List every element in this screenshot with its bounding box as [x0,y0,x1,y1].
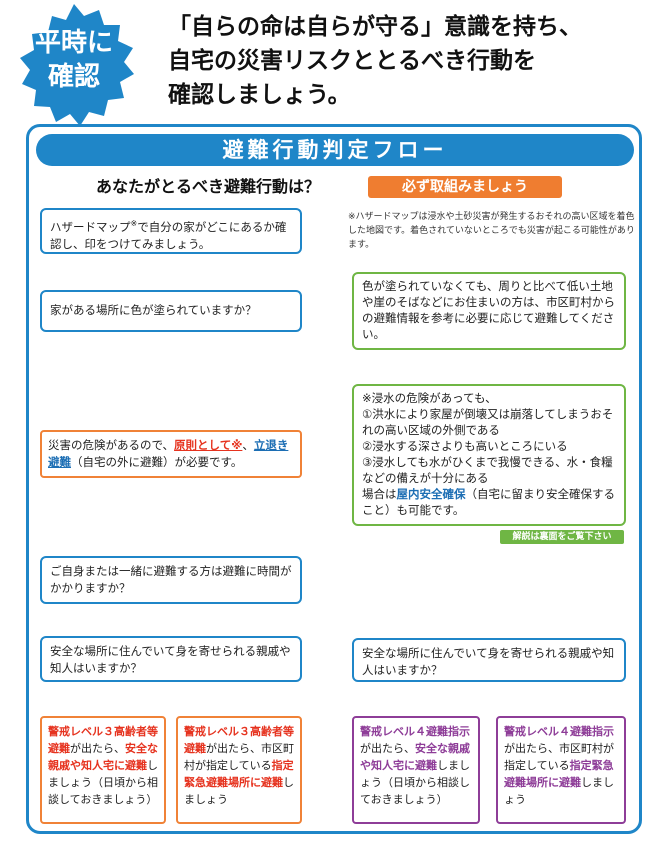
step3-text-a: 災害の危険があるので、 [48,438,175,452]
exception-item-2: ②浸水する深さよりも高いところにいる [362,439,568,453]
result3-place: 安全な親戚や知人宅に避難 [360,742,470,772]
step4-box: ご自身または一緒に避難する方は避難に時間がかかりますか？ [40,556,302,604]
exception-label: 例外 [311,450,333,463]
exception-box: ※浸水の危険があっても、 ①洪水により家屋が倒壊又は崩落してしまうおそれの高い区… [352,384,626,526]
result-3: 警戒レベル４避難指示が出たら、安全な親戚や知人宅に避難しましょう（日頃から相談し… [352,716,480,824]
result3-d: しましょう（日頃から相談しておきましょう） [360,759,470,806]
result2-d: しましょう [184,776,294,806]
result3-b: が出たら、 [360,742,415,755]
result4-place: 指定緊急避難場所に避難 [504,759,614,789]
result4-b: が出たら、市区町村が指定している [504,742,614,772]
no-result-box: 色が塗られていなくても、周りと比べて低い土地や崖のそばなどにお住まいの方は、市区… [352,272,626,350]
result2-b: が出たら、市区町村が指定している [184,742,294,772]
step5-right-box: 安全な場所に住んでいて身を寄せられる親戚や知人はいますか？ [352,638,626,682]
badge-starburst [20,4,134,126]
badge-label: 平時に 確認 [28,26,120,94]
step1-box: ハザードマップ※で自分の家がどこにあるか確認し、印をつけてみましょう。 [40,208,302,254]
exception-item-1: ①洪水により家屋が倒壊又は崩落してしまうおそれの高い区域の外側である [362,407,614,437]
step5-left-box: 安全な場所に住んでいて身を寄せられる親戚や知人はいますか？ [40,636,302,682]
must-badge: 必ず取組みましょう [368,176,562,198]
no-label-3: いいえ [225,685,259,698]
yes-label-2: はい [157,612,179,625]
exception-tail-a: 場合は [362,487,397,501]
yes-label-1: はい [157,348,179,361]
result3-level: 警戒レベル４避難指示 [360,725,470,738]
yes-label-3: はい [89,685,111,698]
headline: 「自らの命は自らが守る」意識を持ち、 自宅の災害リスクととるべき行動を 確認しま… [168,10,658,112]
result1-b: が出たら、 [70,742,125,755]
exception-item-3: ③浸水しても水がひくまで我慢できる、水・食糧などの備えが十分にある [362,455,613,485]
step3-box: 災害の危険があるので、原則として※、立退き避難（自宅の外に避難）が必要です。 [40,430,302,478]
result4-level: 警戒レベル４避難指示 [504,725,614,738]
result4-d: しましょう [504,776,614,806]
yes-label-4: はい [405,685,427,698]
result1-d: しましょう（日頃から相談しておきましょう） [48,759,158,806]
result1-place: 安全な親戚や知人宅に避難 [48,742,158,772]
step1-mark: ※ [130,219,138,228]
result-4: 警戒レベル４避難指示が出たら、市区町村が指定している指定緊急避難場所に避難しまし… [496,716,626,824]
exception-tail-c: （自宅に留まり安全確保すること）も可能です。 [362,487,615,517]
no-label-1: いいえ [305,305,339,318]
headline-line-1: 「自らの命は自らが守る」意識を持ち、 [168,14,582,40]
result-2: 警戒レベル３高齢者等避難が出たら、市区町村が指定している指定緊急避難場所に避難し… [176,716,302,824]
no-label-4: いいえ [545,685,579,698]
result1-level: 警戒レベル３高齢者等避難 [48,725,158,755]
headline-line-2: 自宅の災害リスクととるべき行動を [168,48,536,74]
exception-indoor: 屋内安全確保 [396,487,466,501]
flow-title: 避難行動判定フロー [36,134,634,166]
hazard-note: ※ハザードマップは浸水や土砂災害が発生するおそれの高い区域を着色した地図です。着… [348,212,635,250]
explain-badge: 解説は裏面をご覧下さい [500,530,624,544]
result2-level: 警戒レベル３高齢者等避難 [184,725,294,755]
result-1: 警戒レベル３高齢者等避難が出たら、安全な親戚や知人宅に避難しましょう（日頃から相… [40,716,166,824]
step1-text-a: ハザードマップ [50,219,131,234]
step3-text-e: （自宅の外に避難）が必要です。 [71,455,243,469]
badge-line-2: 確認 [47,62,100,92]
question-heading: あなたがとるべき避難行動は？ [96,177,321,196]
no-label-2: いいえ [315,574,349,587]
step3-comma: 、 [242,438,254,452]
exception-head: ※浸水の危険があっても、 [362,391,497,405]
step1-text-b: で自分の家がどこにあるか確認し、印をつけてみましょう。 [50,219,287,251]
headline-line-3: 確認しましょう。 [168,82,351,108]
step3-evacuate: 立退き避難 [48,438,289,469]
badge-line-1: 平時に [34,28,113,58]
result2-place: 指定緊急避難場所に避難 [184,759,294,789]
step2-box: 家がある場所に色が塗られていますか？ [40,290,302,332]
step3-principle: 原則として※ [174,438,243,452]
exception-tail: 場合は屋内安全確保（自宅に留まり安全確保すること）も可能です。 [362,486,616,518]
